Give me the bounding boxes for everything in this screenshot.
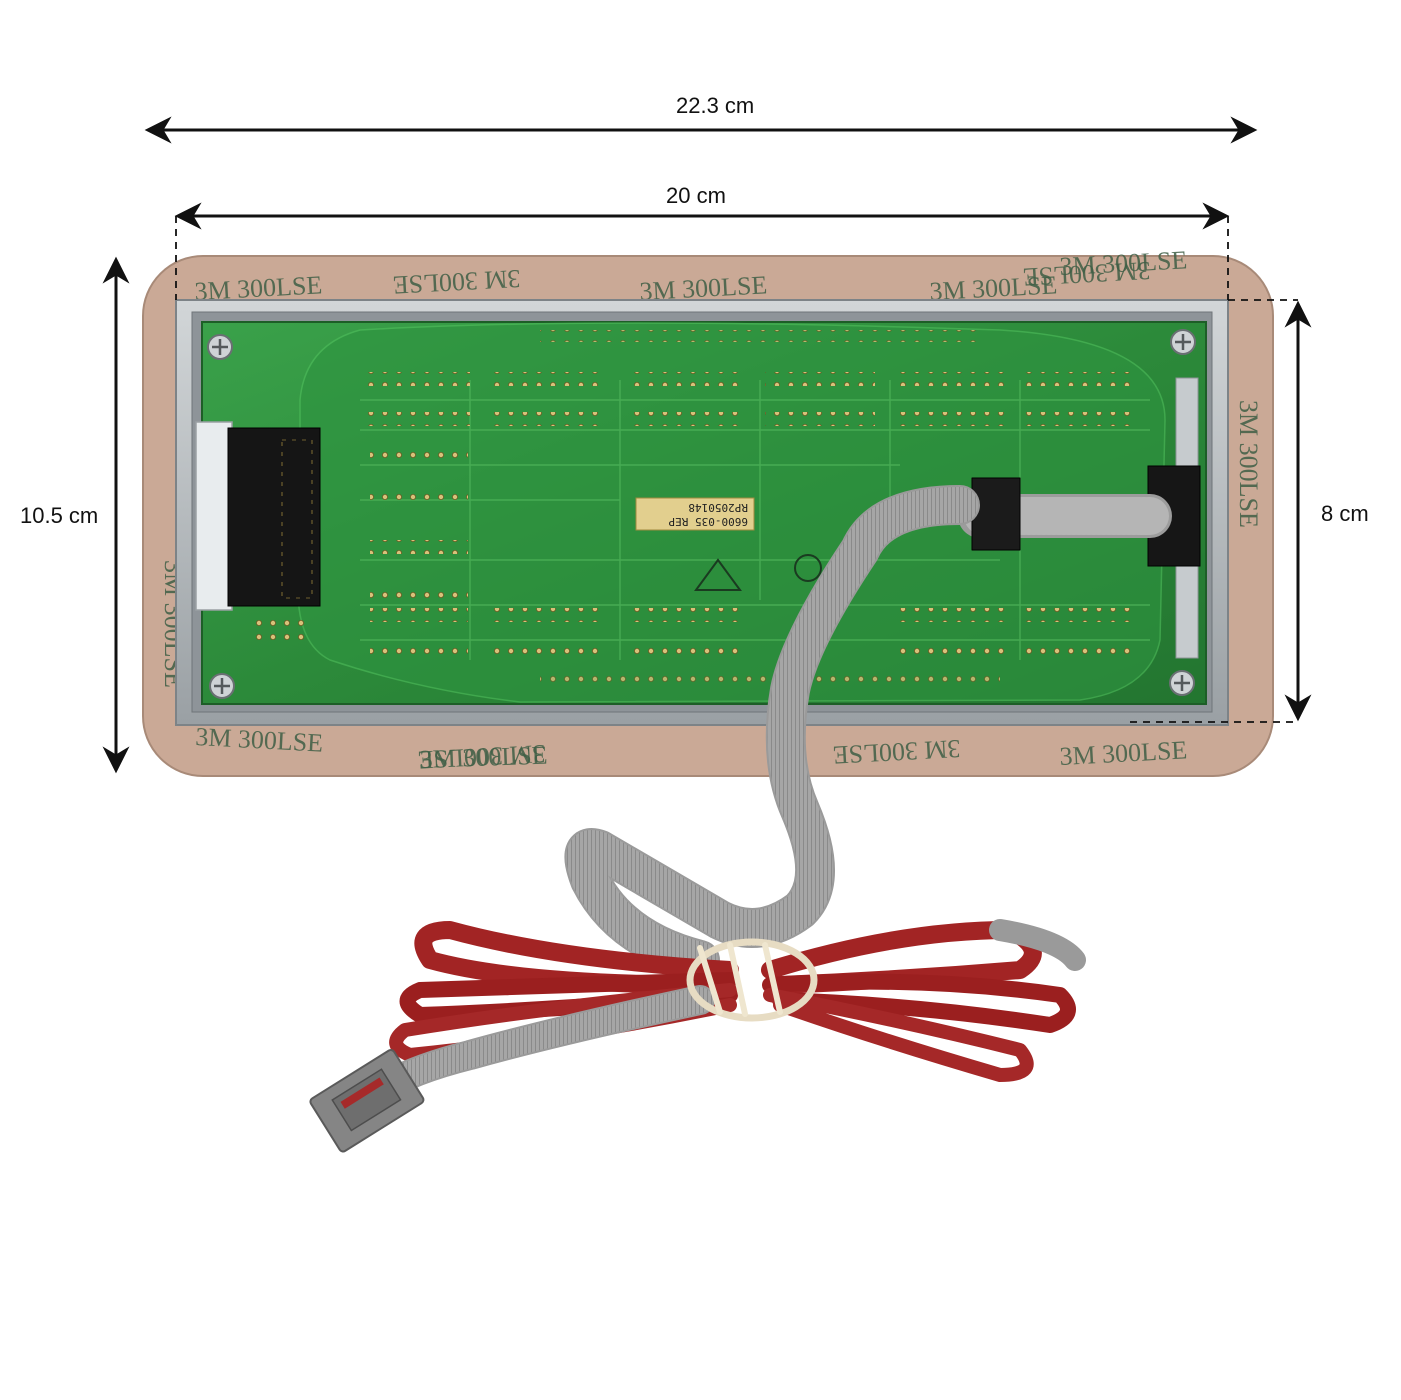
svg-text:3M 300LSE: 3M 300LSE <box>832 734 961 770</box>
screw-icon <box>1170 329 1196 355</box>
left-header-connector <box>195 421 321 611</box>
part-number-sticker: 6600-035 REP RP2050148 <box>635 497 755 531</box>
svg-text:3M 300LSE: 3M 300LSE <box>419 741 548 774</box>
svg-text:3M 300LSE: 3M 300LSE <box>417 739 546 775</box>
screw-icon-set <box>207 329 1196 699</box>
svg-text:3M 300LSE: 3M 300LSE <box>1022 256 1151 292</box>
cable-clip <box>971 477 1021 551</box>
screw-icon <box>1169 670 1195 696</box>
svg-text:3M 300LSE: 3M 300LSE <box>1059 245 1188 281</box>
circuit-board: 6600-035 REP RP2050148 <box>195 321 1207 705</box>
sticker-line-2: RP2050148 <box>688 501 748 514</box>
board-width-label: 20 cm <box>666 183 726 208</box>
svg-text:3M 300LSE: 3M 300LSE <box>195 722 324 758</box>
rubber-band <box>686 938 818 1022</box>
svg-text:3M 300LSE: 3M 300LSE <box>1059 735 1188 771</box>
pcb-traces <box>360 380 1150 660</box>
sticker-line-1: 6600-035 REP <box>668 515 748 528</box>
screw-icon <box>207 334 233 360</box>
esd-warning-icon <box>694 554 822 591</box>
svg-text:3M 300LSE: 3M 300LSE <box>1234 400 1263 528</box>
screw-icon <box>209 673 235 699</box>
board-height-label: 8 cm <box>1321 501 1369 526</box>
dimension-board-height <box>1130 299 1312 723</box>
cable-coil <box>365 919 1086 1105</box>
svg-text:3M 300LSE: 3M 300LSE <box>392 264 521 300</box>
dimension-board-width <box>174 202 1230 300</box>
ribbon-cable <box>365 477 1172 1105</box>
overall-height-label: 10.5 cm <box>20 503 99 528</box>
cable-end-connector <box>309 1048 425 1153</box>
solder-pad-rows <box>250 330 1135 688</box>
overall-width-label: 22.3 cm <box>676 93 755 118</box>
